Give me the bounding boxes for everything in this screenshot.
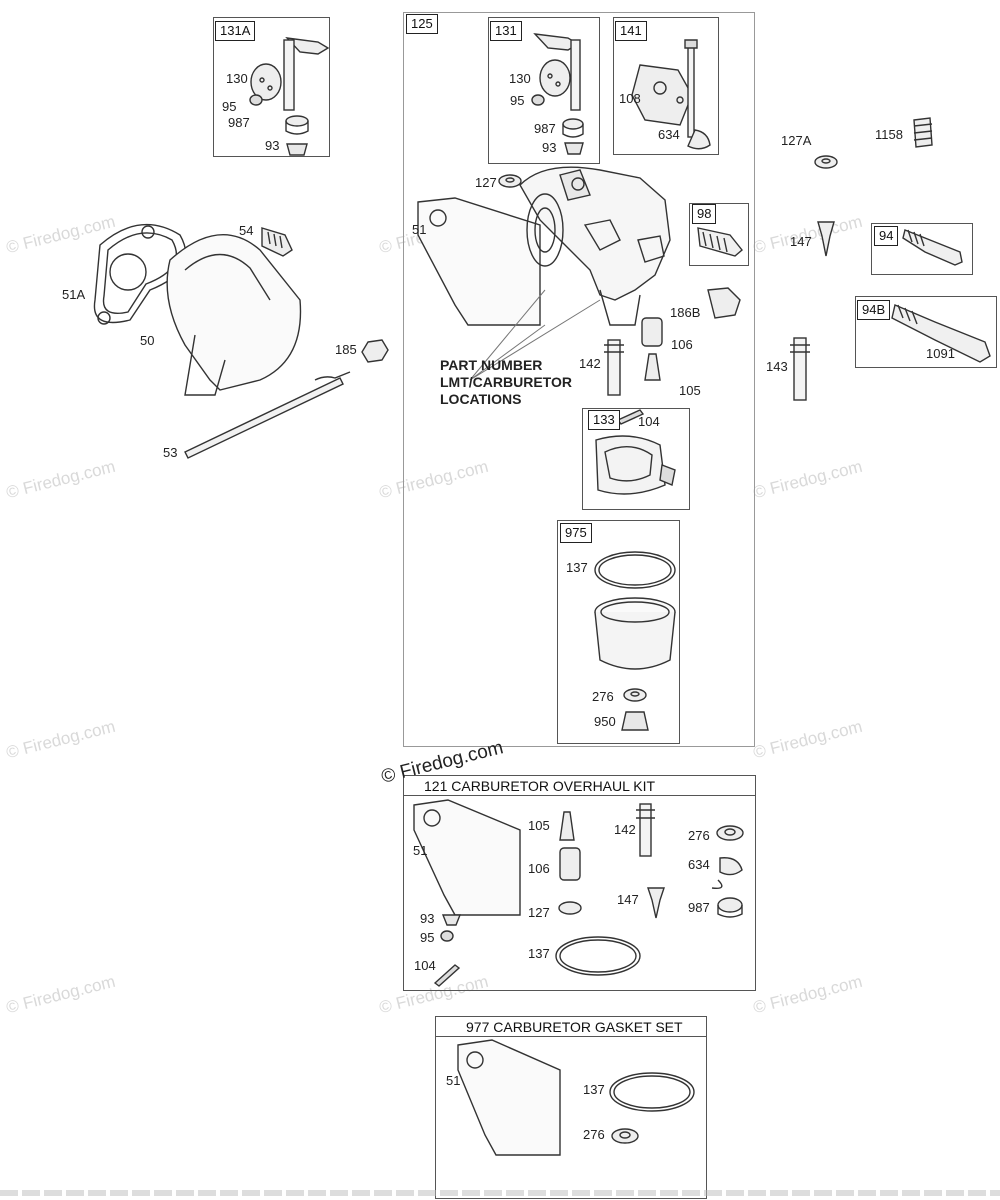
part-label: 950	[594, 714, 616, 729]
note-line: LMT/CARBURETOR	[440, 374, 572, 390]
part-label: 276	[688, 828, 710, 843]
part-label: 185	[335, 342, 357, 357]
group-box-141	[613, 17, 719, 155]
part-label: 186B	[670, 305, 701, 320]
part-label: 147	[617, 892, 639, 907]
part-label: 143	[766, 359, 788, 374]
note-line: PART NUMBER	[440, 357, 543, 373]
part-label: 1091	[926, 346, 955, 361]
part-label: 142	[579, 356, 601, 371]
part-label: 51	[412, 222, 427, 237]
part-label: 276	[583, 1127, 605, 1142]
part-label: 127	[528, 905, 550, 920]
part-label: 276	[592, 689, 614, 704]
part-label: 106	[671, 337, 693, 352]
part-label: 137	[583, 1082, 605, 1097]
part-label: 987	[228, 115, 250, 130]
group-box-131	[488, 17, 600, 164]
part-label: 95	[510, 93, 525, 108]
overhaul-kit-divider	[403, 795, 756, 796]
part-label: 1158	[875, 127, 903, 142]
part-label: 137	[566, 560, 588, 575]
group-box-133	[582, 408, 690, 510]
part-label: 987	[688, 900, 710, 915]
group-box-975	[557, 520, 680, 744]
part-label: 50	[140, 333, 155, 348]
part-label: 147	[790, 234, 812, 249]
part-label: 51	[446, 1073, 461, 1088]
part-label: 634	[688, 857, 710, 872]
group-tag-94B: 94B	[857, 300, 891, 320]
part-label: 634	[658, 127, 680, 142]
group-tag-98: 98	[692, 204, 717, 224]
part-label: 51	[413, 843, 428, 858]
group-tag-133: 133	[588, 410, 620, 430]
part-number-note: PART NUMBER LMT/CARBURETOR LOCATIONS	[440, 357, 572, 408]
gasket-set-title: 977 CARBURETOR GASKET SET	[466, 1019, 683, 1035]
group-box-131A	[213, 17, 330, 157]
part-label: 987	[534, 121, 556, 136]
part-label: 130	[509, 71, 531, 86]
part-label: 104	[638, 414, 660, 429]
gasket-set-box	[435, 1016, 707, 1199]
part-label: 93	[265, 138, 280, 153]
group-box-94	[871, 223, 973, 275]
part-label: 53	[163, 445, 178, 460]
overhaul-kit-box	[403, 775, 756, 991]
part-label: 127	[475, 175, 497, 190]
part-label: 95	[420, 930, 435, 945]
part-label: 51A	[62, 287, 86, 302]
part-label: 95	[222, 99, 237, 114]
group-tag-94: 94	[874, 226, 899, 246]
group-box-125	[403, 12, 755, 747]
group-tag-131A: 131A	[215, 21, 256, 41]
group-tag-131: 131	[490, 21, 522, 41]
group-tag-125: 125	[406, 14, 438, 34]
group-tag-141: 141	[615, 21, 647, 41]
group-box-94B	[855, 296, 997, 368]
part-label: 104	[414, 958, 436, 973]
part-label: 54	[239, 223, 254, 238]
group-box-98	[689, 203, 749, 266]
part-label: 105	[679, 383, 701, 398]
part-label: 127A	[781, 133, 812, 148]
page-bottom-strip	[0, 1190, 1000, 1196]
part-label: 137	[528, 946, 550, 961]
overhaul-kit-title: 121 CARBURETOR OVERHAUL KIT	[424, 778, 656, 794]
part-label: 93	[542, 140, 557, 155]
note-line: LOCATIONS	[440, 391, 522, 407]
part-label: 130	[226, 71, 248, 86]
group-tag-975: 975	[560, 523, 592, 543]
part-label: 108	[619, 91, 641, 106]
gasket-set-divider	[435, 1036, 707, 1037]
part-label: 142	[614, 822, 636, 837]
part-label: 93	[420, 911, 435, 926]
part-label: 106	[528, 861, 550, 876]
part-label: 105	[528, 818, 550, 833]
